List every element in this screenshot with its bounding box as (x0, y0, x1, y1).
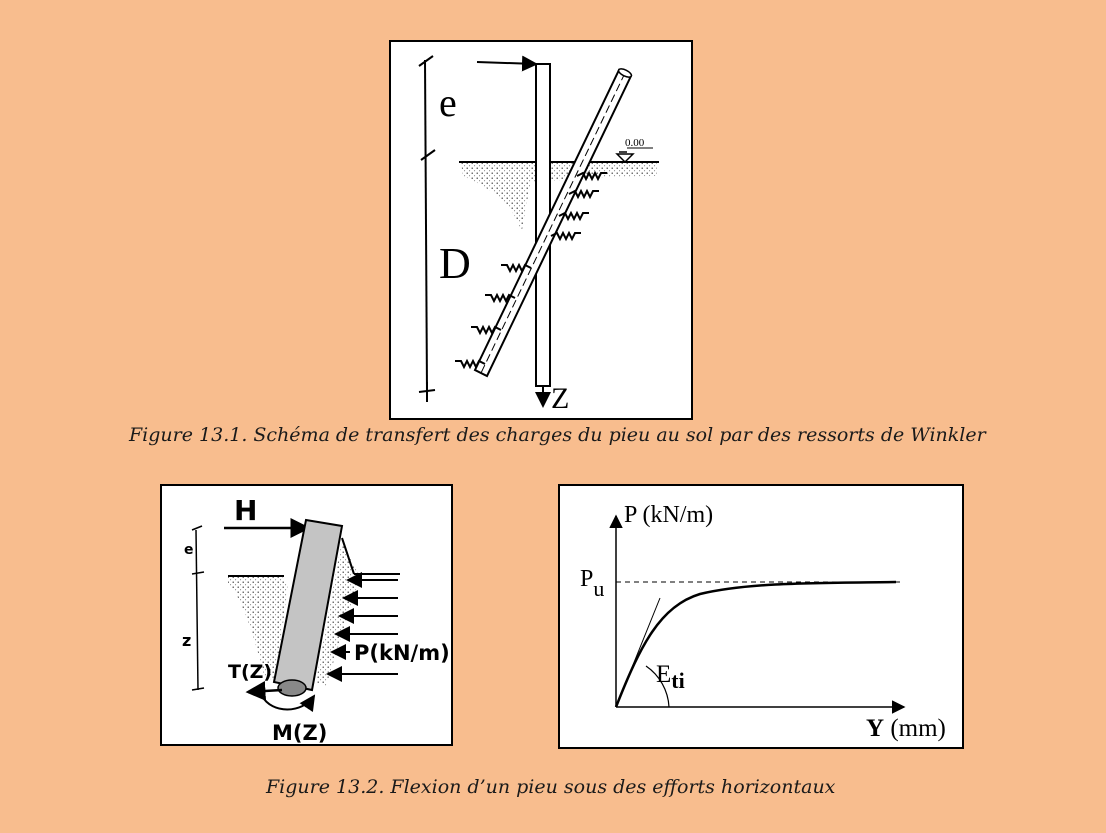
label-D: D (439, 239, 471, 288)
label-P: P(kN/m) (354, 641, 450, 665)
ground-level-label: 0.00 (625, 137, 645, 149)
label-e: e (439, 80, 457, 125)
figure-13-2-py-curve-panel: P (kN/m) Pu Eti Y (mm) (558, 484, 964, 749)
label-e: e (184, 542, 194, 558)
y-axis-label: P (kN/m) (624, 502, 713, 528)
eti-angle-arc (645, 665, 670, 708)
label-M: M(Z) (272, 721, 327, 744)
x-axis-label: Y (mm) (866, 715, 946, 742)
winkler-pile-diagram: e D 0.00 Z (418, 55, 659, 415)
pile-flexion-diagram: H e z P(kN/m) T(Z) M(Z) (182, 494, 450, 745)
p-y-curve: P (kN/m) Pu Eti Y (mm) (580, 502, 946, 742)
moment-arrow (261, 694, 316, 713)
figure-13-2-caption: Figure 13.2. Flexion d’un pieu sous des … (266, 776, 836, 798)
eti-label: Eti (656, 661, 685, 693)
figure-13-1-caption: Figure 13.1. Schéma de transfert des cha… (129, 424, 986, 446)
winkler-springs (455, 170, 607, 370)
figure-13-2-pile-panel: H e z P(kN/m) T(Z) M(Z) (160, 484, 453, 746)
pile (272, 518, 344, 692)
load-arrow (476, 55, 538, 72)
dimension-line (424, 59, 428, 393)
py-curve-line (614, 580, 897, 708)
pu-label: Pu (580, 566, 604, 601)
label-T: T(Z) (228, 661, 272, 683)
label-z: z (182, 631, 191, 650)
label-Z: Z (551, 382, 569, 415)
label-H: H (234, 494, 257, 527)
figure-13-1-panel: e D 0.00 Z (389, 40, 693, 420)
